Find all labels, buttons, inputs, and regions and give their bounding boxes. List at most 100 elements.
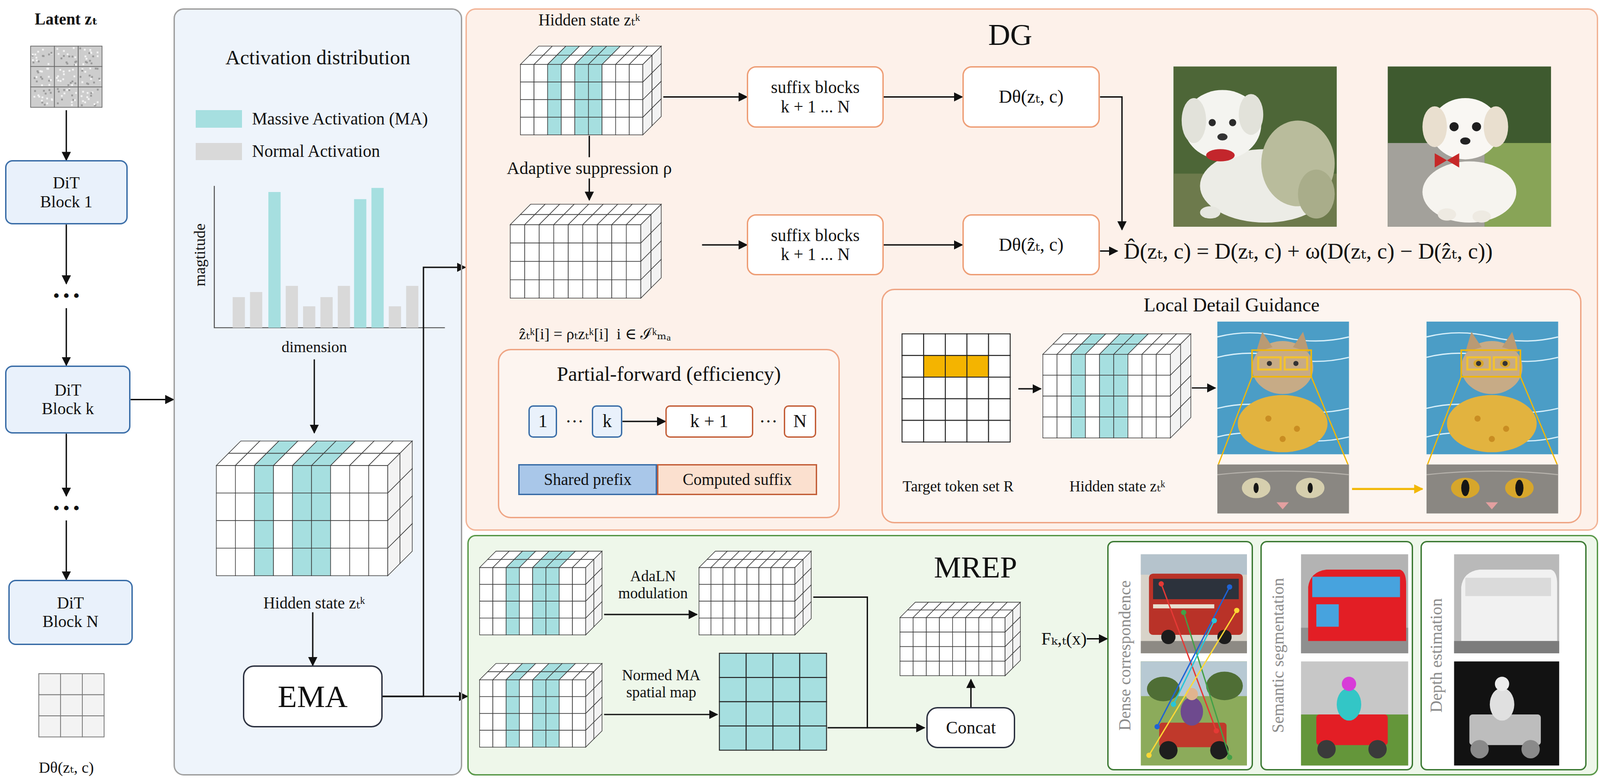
noise-dot	[63, 92, 66, 95]
noise-dot	[43, 103, 46, 106]
tensor-cell	[532, 713, 546, 731]
cat-ear	[1465, 331, 1482, 353]
noise-dot	[68, 69, 71, 72]
noise-dot	[37, 60, 40, 63]
noise-dot	[70, 101, 73, 104]
noise-dot	[88, 52, 91, 55]
panel-fill	[1107, 541, 1253, 770]
legend-label: Normal Activation	[252, 142, 380, 162]
node-label: suffix blocks k + 1 ... N	[767, 225, 863, 265]
tensor-cell	[349, 520, 369, 549]
noise-dot	[56, 48, 59, 50]
tensor-cell	[601, 99, 616, 118]
tensor-cell	[746, 567, 759, 585]
connector	[1099, 97, 1123, 230]
tensor-cell	[520, 64, 534, 82]
seg-bg	[1301, 661, 1409, 766]
noise-dot	[49, 92, 52, 94]
dog-collar	[1206, 148, 1235, 162]
tensor-cell	[519, 618, 534, 635]
tensor-cell	[1042, 416, 1058, 438]
node-label: Dθ(zₜ, c)	[38, 758, 94, 777]
noise-dot	[68, 55, 71, 58]
task-panel: Semantic segmentation	[1260, 540, 1414, 771]
node-label: Shared prefix	[544, 470, 633, 489]
noise-dot	[67, 84, 70, 87]
tensor-cell	[368, 465, 388, 494]
token-cell	[923, 420, 946, 443]
noise-dot	[74, 92, 77, 94]
tensor-cell	[1085, 375, 1100, 397]
tensor-cell	[506, 730, 520, 747]
tensor-cell	[532, 584, 546, 602]
dog-bow	[1434, 153, 1447, 168]
map-cell	[773, 653, 800, 678]
depth-bg	[1454, 554, 1560, 654]
connector	[883, 244, 963, 246]
zoom-line	[1427, 376, 1462, 465]
tensor-cell	[615, 81, 630, 100]
tensor-cell	[479, 584, 494, 602]
bus-stripe	[1153, 604, 1215, 609]
tensor-cell	[519, 696, 534, 714]
noise-dot	[35, 76, 38, 79]
noise-dot	[98, 77, 101, 80]
output-cell	[38, 694, 61, 716]
fur-line	[1426, 471, 1558, 475]
tensor-cell	[545, 679, 560, 697]
token-cell	[902, 355, 925, 378]
panel-fill	[465, 8, 1598, 530]
tensor-cell	[559, 713, 573, 731]
noise-dot	[36, 80, 38, 83]
tensor-cell	[626, 261, 641, 280]
tensor-cell	[519, 730, 534, 747]
zoom-pupil	[1461, 479, 1470, 497]
tensor-cell	[1141, 375, 1157, 397]
tensor-cell	[572, 730, 586, 747]
tensor-cell	[1113, 354, 1129, 376]
zoom-pupil	[1253, 482, 1259, 493]
tensor-cell	[1113, 375, 1129, 397]
output-cell	[82, 694, 105, 716]
cat-glasses	[1284, 357, 1308, 370]
dog-bow	[1446, 153, 1459, 168]
token-cell	[923, 398, 946, 421]
depth-ground	[1454, 640, 1560, 653]
tensor-cell	[519, 713, 534, 731]
arrow-line	[1351, 488, 1423, 490]
tensor-cell	[492, 679, 507, 697]
tensor-node: Hidden state zₜᵏ	[1040, 331, 1194, 496]
tensor-cell	[1057, 375, 1072, 397]
tensor-cell	[254, 520, 274, 549]
label-holder: dimension	[281, 338, 348, 356]
tensor-cell	[1180, 396, 1191, 428]
tensor-cell	[506, 679, 520, 697]
noise-dot	[47, 68, 50, 70]
tensor-cell	[492, 730, 507, 747]
cat-pupil	[1293, 360, 1299, 366]
dog-ear	[1181, 98, 1207, 143]
tensor-cell	[1042, 354, 1058, 376]
tensor-cell	[532, 679, 546, 697]
label-holder: ···	[565, 410, 584, 432]
tensor-cell	[532, 601, 546, 618]
tensor-cell	[520, 99, 534, 118]
panel-fill	[1420, 541, 1586, 770]
bar	[353, 198, 366, 328]
token-cell	[902, 377, 925, 399]
output-icon: Dθ(zₜ, c)	[22, 668, 111, 777]
tensor-cell	[965, 646, 979, 661]
noise-dot	[88, 74, 91, 77]
tensor-cell	[629, 117, 643, 135]
node-label: DiT Block 1	[34, 173, 99, 211]
tensor-cell	[926, 617, 940, 633]
noise-dot	[71, 94, 74, 97]
dog-paw	[1472, 210, 1491, 223]
tensor-cell	[1071, 416, 1086, 438]
panel-fill	[882, 289, 1582, 523]
tensor-cell	[1085, 416, 1100, 438]
connector	[65, 520, 68, 580]
tensor-cell	[899, 617, 913, 633]
latent-cell	[30, 66, 55, 87]
output-cell	[38, 673, 61, 695]
